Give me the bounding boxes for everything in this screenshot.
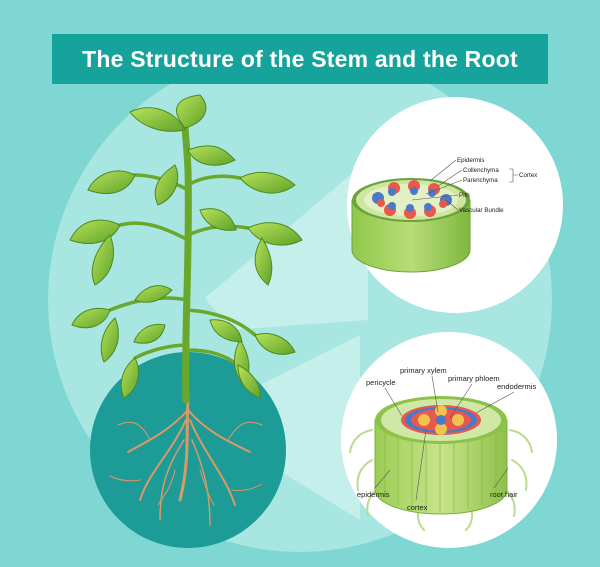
stem-cross-section [351,178,471,273]
root-label-primary-xylem: primary xylem [400,366,447,375]
stem-leader-lines [411,159,518,211]
stem-label-parenchyma: Parenchyma [463,177,498,184]
root-label-endodermis: endodermis [497,382,536,391]
root-label-pericycle: pericycle [366,378,396,387]
plant-stem [181,124,192,404]
root-label-root-hair: root hair [490,490,518,499]
plant-roots [109,398,263,526]
stem-label-cortex: Cortex [519,172,538,179]
plant-leaves [69,94,303,399]
stem-label-epidermis: Epidermis [457,157,485,164]
stem-label-pith: Pith [459,192,470,199]
root-label-primary-phloem: primary phloem [448,374,500,383]
root-label-epidermis: epidermis [357,490,390,499]
stem-label-vascular-bundle: Vascular Bundle [459,207,504,214]
root-label-cortex: cortex [407,503,428,512]
root-leader-lines [374,375,515,501]
root-zoom-beam [240,335,360,520]
root-cross-section [374,396,508,515]
page-title: The Structure of the Stem and the Root [52,34,548,84]
stem-label-collenchyma: Collenchyma [463,167,499,174]
